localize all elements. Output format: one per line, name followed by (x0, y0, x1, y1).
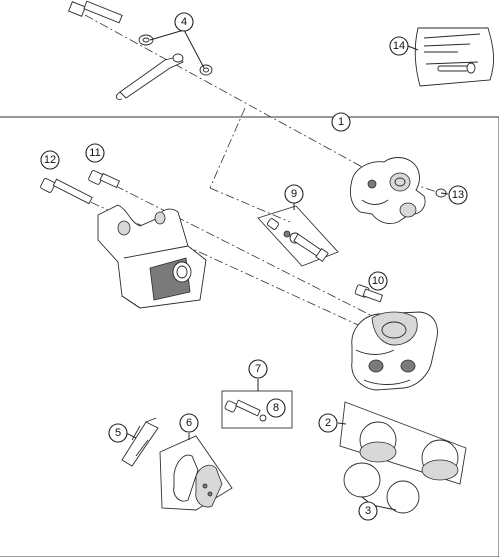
svg-text:13: 13 (452, 189, 464, 201)
svg-text:5: 5 (115, 427, 121, 439)
callout-1: 1 (331, 112, 351, 132)
svg-text:4: 4 (181, 16, 187, 28)
svg-text:2: 2 (325, 417, 331, 429)
callout-6: 6 (179, 413, 199, 433)
callout-12: 12 (40, 150, 60, 170)
callout-13: 13 (448, 185, 468, 205)
top-bolt-part (68, 0, 213, 76)
callout-4: 4 (174, 12, 194, 32)
callout-7: 7 (248, 359, 268, 379)
bolt-12-part (40, 178, 93, 205)
callout-3: 3 (358, 501, 378, 521)
caliper-bracket-part (97, 204, 207, 309)
svg-text:14: 14 (393, 40, 405, 52)
callout-10: 10 (368, 271, 388, 291)
svg-text:9: 9 (291, 188, 297, 200)
svg-text:1: 1 (338, 116, 344, 128)
callout-5: 5 (108, 423, 128, 443)
callout-2: 2 (318, 413, 338, 433)
svg-text:12: 12 (44, 154, 56, 166)
piston-seal-group (339, 401, 467, 514)
brake-pads-group (159, 435, 233, 511)
repair-kit-bag-part (414, 27, 495, 87)
bleeder-set-group (257, 205, 339, 267)
spring-clip-part (121, 417, 159, 467)
bolt-10-part (354, 284, 384, 303)
brake-caliper-part (351, 311, 438, 391)
caliper-housing-upper-part (349, 157, 426, 225)
svg-text:10: 10 (372, 275, 384, 287)
assembly-frame (0, 116, 499, 557)
svg-text:11: 11 (89, 147, 100, 159)
callout-8: 8 (266, 398, 286, 418)
callout-9: 9 (284, 184, 304, 204)
callout-14: 14 (389, 36, 409, 56)
callout-11: 11 (85, 143, 105, 163)
svg-text:6: 6 (186, 417, 192, 429)
bolt-11-part (88, 170, 121, 189)
pin-set-group (221, 390, 293, 429)
svg-text:7: 7 (255, 363, 261, 375)
retaining-pin-part (115, 53, 184, 100)
svg-text:8: 8 (273, 402, 279, 414)
svg-text:3: 3 (365, 505, 371, 517)
